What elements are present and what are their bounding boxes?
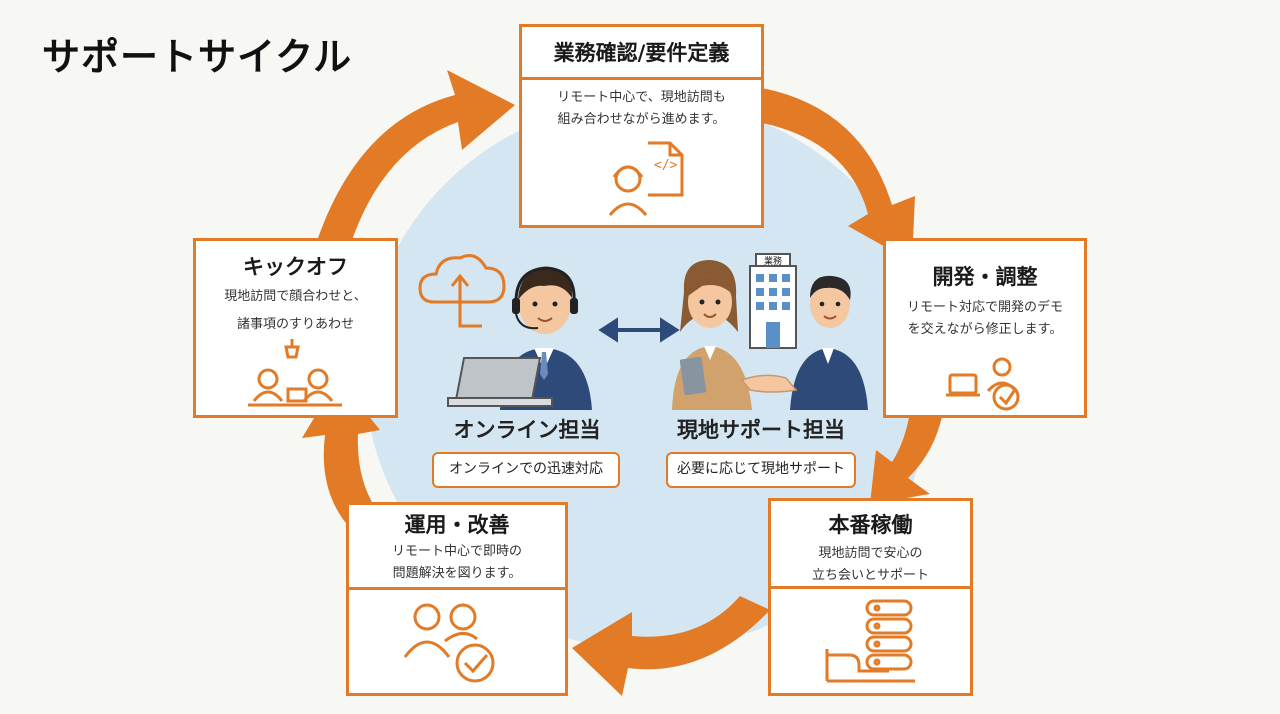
step-desc-line: 諸事項のすりあわせ [236,317,354,332]
man-staff-icon [790,275,868,410]
online-staff-illustration [418,254,592,410]
step-card-development: 開発・調整 リモート対応で開発のデモ を交えながら修正します。 [883,238,1087,418]
step-title: 業務確認/要件定義 [553,41,730,65]
onsite-staff-label: 現地サポート担当 [677,418,845,442]
online-staff-label: オンライン担当 [453,418,601,442]
meeting-table-icon [248,339,342,407]
onsite-staff-illustration: 業務 [672,253,868,410]
step-title: 開発・調整 [932,265,1038,289]
svg-text:</>: </> [654,158,678,173]
bidirectional-arrow-icon [598,317,680,343]
arrow-kickoff-to-requirements [318,70,515,240]
step-desc-line: リモート中心で、現地訪問も [557,90,726,105]
step-desc-line: 問題解決を図ります。 [392,566,522,581]
card-divider [349,587,565,590]
cloud-upload-icon [418,254,506,328]
page-title: サポートサイクル [42,35,353,79]
arrow-production-to-operations [572,596,770,696]
step-card-kickoff: キックオフ 現地訪問で顔合わせと、 諸事項のすりあわせ [193,238,398,418]
worker-document-icon: </> [608,141,684,216]
step-desc-line: 立ち会いとサポート [811,568,929,583]
step-desc-line: を交えながら修正します。 [907,322,1063,337]
handshake-icon [740,374,798,393]
step-title: キックオフ [243,255,348,279]
onsite-staff-tag: 必要に応じて現地サポート [666,452,856,488]
step-title: 運用・改善 [404,513,510,537]
step-title: 本番稼働 [828,513,913,537]
building-sign: 業務 [764,255,782,267]
step-card-production: 本番稼働 現地訪問で安心の 立ち会いとサポート [768,498,973,696]
step-desc-line: リモート対応で開発のデモ [906,300,1063,315]
step-desc-line: 現地訪問で安心の [818,546,923,561]
arrow-requirements-to-dev [758,88,915,262]
office-building-icon: 業務 [749,253,797,349]
woman-staff-icon [672,260,752,410]
step-desc-line: リモート中心で即時の [391,544,522,559]
step-desc-line: 現地訪問で顔合わせと、 [224,289,367,304]
server-hand-icon [825,599,915,683]
laptop-user-icon [946,357,1020,411]
card-divider [771,586,970,589]
step-card-operations: 運用・改善 リモート中心で即時の 問題解決を図ります。 [346,502,568,696]
step-desc-line: 組み合わせながら進めます。 [557,112,726,127]
step-card-requirements: 業務確認/要件定義 リモート中心で、現地訪問も 組み合わせながら進めます。 </… [519,24,764,228]
card-divider [522,77,761,80]
arrow-dev-to-production [870,412,943,504]
online-staff-tag: オンラインでの迅速対応 [432,452,620,488]
users-check-icon [403,603,495,683]
laptop-icon [447,357,553,407]
